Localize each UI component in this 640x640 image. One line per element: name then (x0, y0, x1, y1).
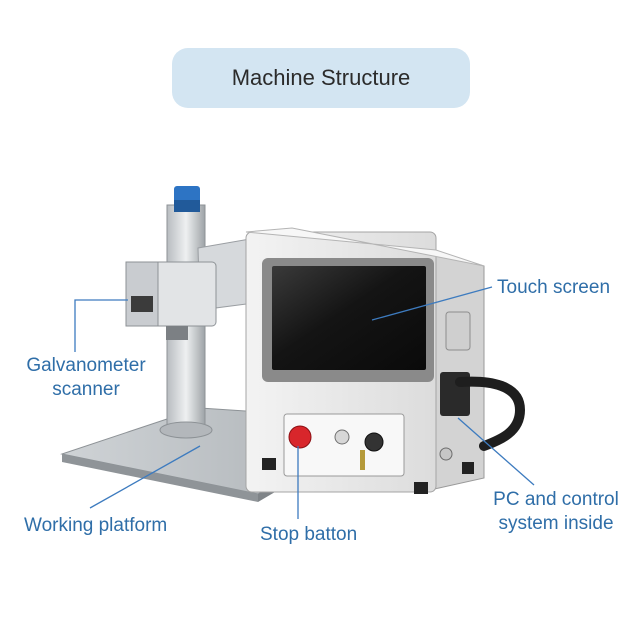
side-buttons (446, 312, 470, 350)
galvanometer-face (126, 262, 158, 326)
key-switch-icon (365, 433, 383, 451)
cabinet-foot-mid (414, 482, 428, 494)
touch-screen-icon (272, 266, 426, 370)
callout-working-platform: Working platform (24, 514, 167, 538)
indicator-knob (335, 430, 349, 444)
cabinet-side (430, 250, 484, 490)
cabinet-foot-left (262, 458, 276, 470)
galvanometer-label-plate (131, 296, 153, 312)
callout-galvanometer-scanner: Galvanometer scanner (18, 354, 154, 402)
leader-galvanometer (75, 300, 128, 352)
callout-stop-button: Stop batton (260, 523, 357, 547)
column-top-cap-shade (174, 200, 200, 212)
callout-pc-control: PC and control system inside (482, 488, 630, 536)
stop-button-icon (289, 426, 311, 448)
key (360, 450, 365, 470)
column-base (160, 422, 212, 438)
galvanometer-lens (166, 326, 188, 340)
side-connector (440, 448, 452, 460)
cabinet-foot-right (462, 462, 474, 474)
callout-touch-screen: Touch screen (497, 276, 610, 300)
